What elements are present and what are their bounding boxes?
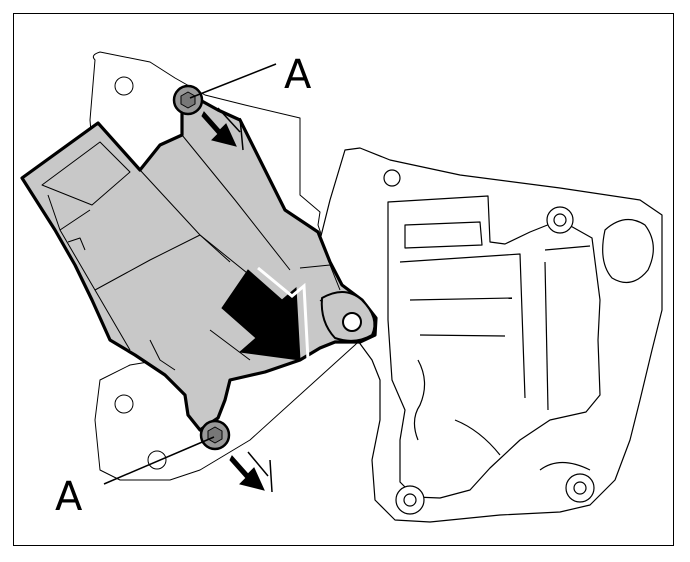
mounted-actuator-outline — [319, 147, 663, 523]
small-arrow-bottom-screw — [229, 455, 265, 491]
callout-leader-top — [189, 63, 277, 99]
small-arrow-top-screw — [201, 111, 237, 147]
callout-top: A — [189, 52, 312, 99]
callout-label-bottom: A — [55, 474, 83, 520]
callout-bottom: A — [55, 436, 215, 520]
removal-arrows — [201, 107, 310, 493]
removed-actuator — [20, 84, 378, 451]
callout-leader-bottom — [103, 436, 215, 485]
large-direction-arrow — [221, 269, 301, 361]
callout-label-top: A — [284, 52, 312, 98]
